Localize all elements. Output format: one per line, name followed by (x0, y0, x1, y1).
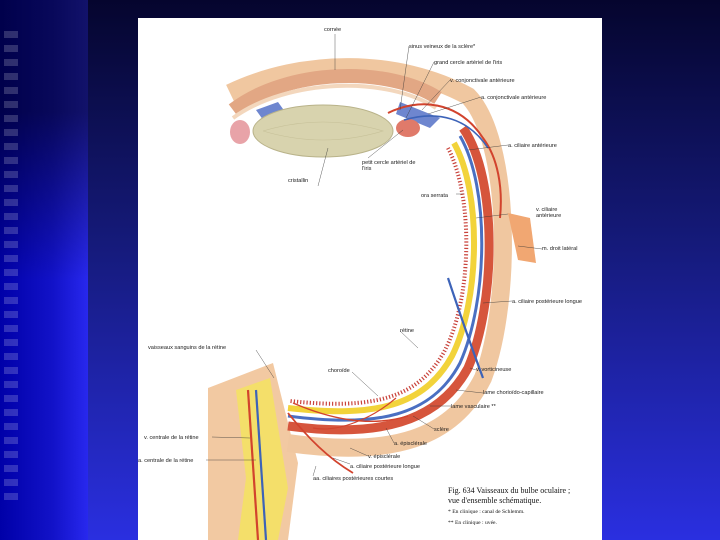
label-ant-ciliary-vein: v. ciliaire antérieure (536, 207, 582, 219)
choroid-layer (288, 128, 489, 430)
label-ant-ciliary-artery: a. ciliaire antérieure (508, 143, 557, 149)
label-major-arterial-circle: grand cercle artériel de l'iris (434, 60, 502, 66)
label-retina: rétine (400, 328, 414, 334)
label-episcleral-artery: a. épisclérale (394, 441, 427, 447)
label-episcleral-vein: v. épisclérale (368, 454, 400, 460)
label-cornea: cornée (324, 27, 341, 33)
label-choroid: choroïde (328, 368, 350, 374)
label-retinal-vessels: vaisseaux sanguins de la rétine (148, 345, 226, 351)
left-decorative-strip (0, 0, 88, 540)
label-lateral-rectus: m. droit latéral (542, 246, 577, 252)
caption-title: Fig. 634 Vaisseaux du bulbe oculaire ; v… (448, 486, 598, 505)
label-long-post-ciliary-artery-2: a. ciliaire postérieure longue (350, 464, 420, 470)
lens (253, 105, 393, 157)
label-minor-arterial-circle: petit cercle artériel de l'iris (362, 160, 418, 172)
caption-footnote-1: * En clinique : canal de Schlemm. (448, 508, 598, 516)
capillary-lamina (290, 148, 466, 404)
label-lens: cristallin (288, 178, 308, 184)
label-ant-conjunctival-vein: v. conjonctivale antérieure (450, 78, 515, 84)
label-short-post-ciliary-arteries: aa. ciliaires postérieures courtes (313, 476, 393, 482)
label-vascular-lamina: lame vasculaire ** (451, 404, 496, 410)
label-central-retinal-vein: v. centrale de la rétine (144, 435, 199, 441)
label-long-post-ciliary-artery: a. ciliaire postérieure longue (512, 299, 582, 305)
label-ora-serrata: ora serrata (421, 193, 448, 199)
choroid-vein (288, 136, 482, 420)
label-vorticose-vein: v. vorticineuse (476, 367, 511, 373)
figure-page: cornée sinus veineux de la sclère* grand… (138, 18, 602, 540)
figure-caption: Fig. 634 Vaisseaux du bulbe oculaire ; v… (448, 486, 598, 527)
label-scleral-venous-sinus: sinus veineux de la sclère* (409, 44, 475, 50)
label-ant-conjunctival-artery: a. conjonctivale antérieure (481, 95, 546, 101)
lateral-rectus-muscle (508, 213, 536, 263)
label-central-retinal-artery: a. centrale de la rétine (138, 458, 193, 464)
ciliary-body-left (230, 120, 250, 144)
label-sclera: sclère (434, 427, 449, 433)
label-choriocapillary-lamina: lame chorioïdo-capillaire (483, 390, 544, 396)
caption-footnote-2: ** En clinique : uvée. (448, 519, 598, 527)
strip-pattern (4, 30, 18, 500)
retina-layer (288, 143, 474, 411)
ciliary-body (396, 119, 420, 137)
